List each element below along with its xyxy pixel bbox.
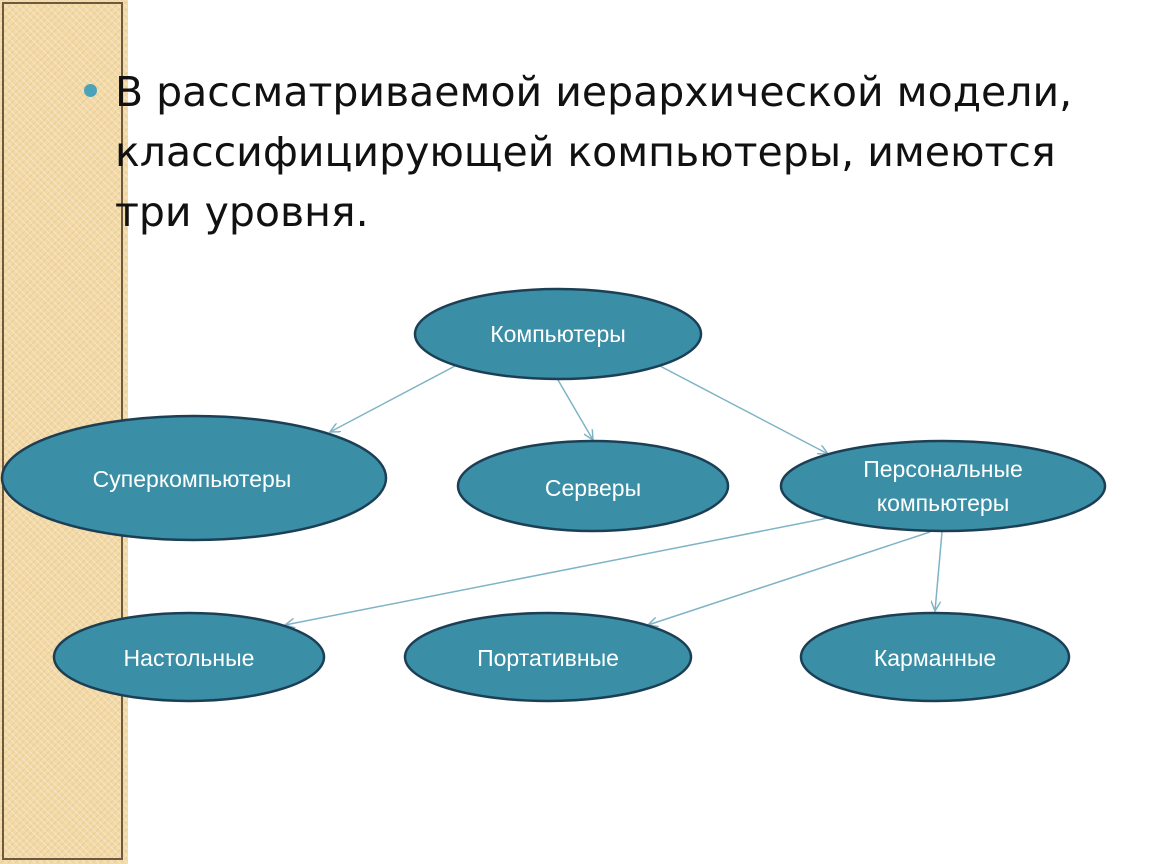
node-desktop-label: Настольные — [124, 645, 255, 671]
slide-heading: В рассматриваемой иерархической модели, … — [115, 68, 1073, 236]
node-pocket-label: Карманные — [874, 645, 996, 671]
node-computers: Компьютеры — [413, 287, 703, 381]
node-portable-label: Портативные — [477, 645, 619, 671]
node-desktop: Настольные — [52, 611, 326, 703]
node-servers-label: Серверы — [545, 475, 641, 501]
node-personal-label-line2: компьютеры — [877, 490, 1010, 516]
bullet-icon — [84, 84, 97, 97]
node-personal-label-line1: Персональные — [863, 456, 1023, 482]
node-personal: Персональные компьютеры — [779, 439, 1107, 533]
edge-computers-supercomputers — [330, 365, 456, 432]
node-supercomputers-label: Суперкомпьютеры — [93, 466, 292, 492]
node-supercomputers: Суперкомпьютеры — [0, 414, 388, 542]
edge-computers-personal — [659, 365, 828, 454]
edge-personal-pocket — [935, 531, 943, 611]
node-portable: Портативные — [403, 611, 693, 703]
edge-personal-portable — [648, 531, 931, 625]
node-servers: Серверы — [456, 439, 730, 533]
edge-personal-desktop — [285, 517, 829, 625]
node-computers-label: Компьютеры — [490, 321, 626, 347]
edge-computers-servers — [557, 379, 593, 440]
node-pocket: Карманные — [799, 611, 1071, 703]
